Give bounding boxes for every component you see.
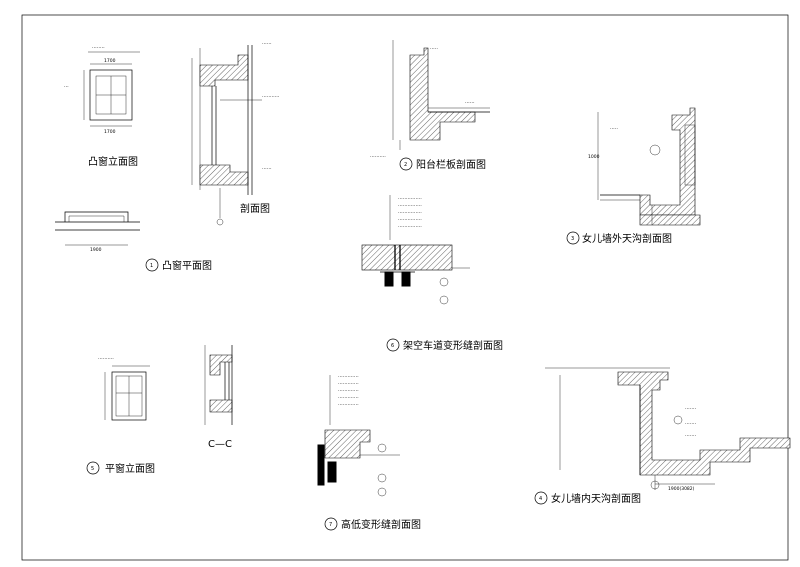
bay-window-section: ··········· ······ ······ xyxy=(191,41,280,226)
svg-text:··········: ·········· xyxy=(98,356,114,362)
title-bay-window-plan: 凸窗平面图 xyxy=(162,259,212,272)
svg-text:·············: ············· xyxy=(338,381,359,387)
detail-number-2: 2 xyxy=(404,162,407,168)
bay-window-elevation: 1700 1700 ········ ··· xyxy=(64,45,140,135)
detail-number-7: 7 xyxy=(329,522,332,528)
svg-text:···············: ··············· xyxy=(398,196,422,202)
title-parapet-outer-gutter: 女儿墙外天沟剖面图 xyxy=(582,232,672,245)
title-parapet-inner-gutter: 女儿墙内天沟剖面图 xyxy=(551,492,641,505)
title-cc-section: C—C xyxy=(208,439,232,450)
parapet-inner-gutter-section: 1900(3082) ······· ······· ······· xyxy=(545,367,791,492)
sheet-border xyxy=(21,14,789,561)
svg-text:···············: ··············· xyxy=(398,203,422,209)
svg-text:···············: ··············· xyxy=(398,210,422,216)
title-balcony-parapet: 阳台栏板剖面图 xyxy=(416,158,486,171)
dim-parapet-height: 1000 xyxy=(588,154,600,160)
title-driveway-expansion-joint: 架空车道变形缝剖面图 xyxy=(403,339,503,352)
svg-text:·············: ············· xyxy=(338,402,359,408)
balcony-parapet-section: ······ ····· ·········· xyxy=(370,40,490,160)
svg-text:·······: ······· xyxy=(685,406,697,412)
svg-text:······: ······ xyxy=(262,41,272,47)
parapet-outer-gutter-section: 1000 ····· xyxy=(588,107,701,226)
flat-window-elevation: ·········· xyxy=(98,356,150,421)
detail-number-3: 3 xyxy=(571,236,574,242)
svg-text:······: ······ xyxy=(465,100,475,106)
svg-text:·······: ······· xyxy=(685,421,697,427)
svg-text:···: ··· xyxy=(64,84,69,90)
svg-text:···········: ··········· xyxy=(262,94,280,100)
svg-text:········: ········ xyxy=(92,45,105,51)
title-bay-window-section: 剖面图 xyxy=(240,202,270,215)
svg-text:···············: ··············· xyxy=(398,217,422,223)
high-low-expansion-joint: ············· ············· ············… xyxy=(317,374,400,497)
dim-plan-width: 1900 xyxy=(90,247,102,253)
bay-window-plan: 1900 xyxy=(55,211,140,253)
detail-number-6: 6 xyxy=(391,343,394,349)
dim-width-bottom: 1700 xyxy=(104,129,116,135)
dim-width-top: 1700 xyxy=(104,58,116,64)
svg-text:···············: ··············· xyxy=(398,224,422,230)
driveway-expansion-joint: ··············· ··············· ········… xyxy=(361,195,470,305)
svg-text:·············: ············· xyxy=(338,388,359,394)
title-bay-window-elevation: 凸窗立面图 xyxy=(88,155,138,168)
title-high-low-expansion-joint: 高低变形缝剖面图 xyxy=(341,518,421,531)
svg-text:·······: ······· xyxy=(685,433,697,439)
title-flat-window-elevation: 平窗立面图 xyxy=(105,462,155,475)
detail-number-1: 1 xyxy=(150,263,153,269)
svg-text:·····: ····· xyxy=(610,126,618,132)
svg-text:·············: ············· xyxy=(338,374,359,380)
detail-number-4: 4 xyxy=(539,496,542,502)
detail-number-circle xyxy=(145,258,159,272)
svg-text:·····: ····· xyxy=(430,46,438,52)
svg-text:·············: ············· xyxy=(338,395,359,401)
detail-number-5: 5 xyxy=(91,466,94,472)
cc-section xyxy=(204,345,233,425)
svg-text:······: ······ xyxy=(262,166,272,172)
svg-text:··········: ·········· xyxy=(370,154,386,160)
dim-inner-gutter-width: 1900(3082) xyxy=(668,486,695,492)
